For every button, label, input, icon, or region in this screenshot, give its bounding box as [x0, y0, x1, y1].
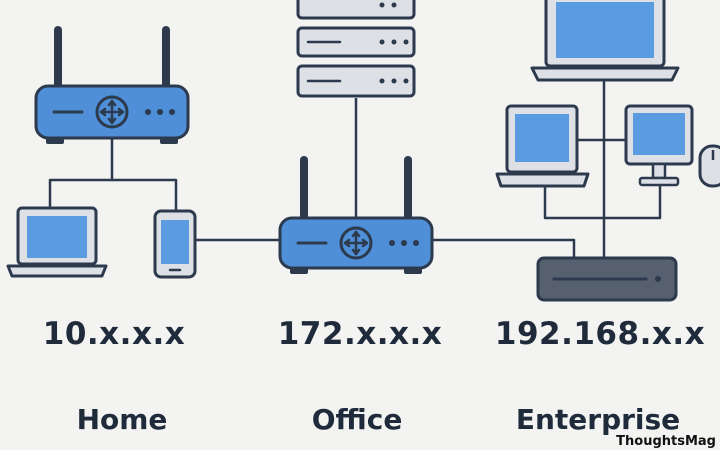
watermark: ThoughtsMag: [616, 434, 716, 449]
office-ip-label: 172.x.x.x: [277, 316, 443, 352]
link-home-router-phone: [112, 178, 178, 212]
home-laptop-icon: [6, 206, 108, 278]
link-office-router-switch: [432, 238, 576, 262]
link-left-laptop-bus: [543, 186, 662, 220]
desktop-icon: [624, 104, 694, 187]
connection-lines: [48, 78, 662, 262]
office-router-icon: [278, 156, 434, 274]
enterprise-ip-label: 192.168.x.x: [494, 316, 706, 352]
enterprise-laptop-icon: [495, 104, 590, 188]
home-label: Home: [76, 403, 168, 436]
home-router-icon: [34, 26, 190, 144]
server-icon: [296, 0, 416, 98]
enterprise-top-laptop-icon: [530, 0, 680, 82]
office-label: Office: [311, 403, 403, 436]
enterprise-label: Enterprise: [515, 403, 681, 436]
link-home-router-laptop: [48, 138, 114, 210]
home-ip-label: 10.x.x.x: [42, 316, 186, 352]
home-phone-icon: [153, 209, 197, 279]
switch-icon: [536, 256, 678, 302]
mouse-icon: [698, 144, 720, 188]
